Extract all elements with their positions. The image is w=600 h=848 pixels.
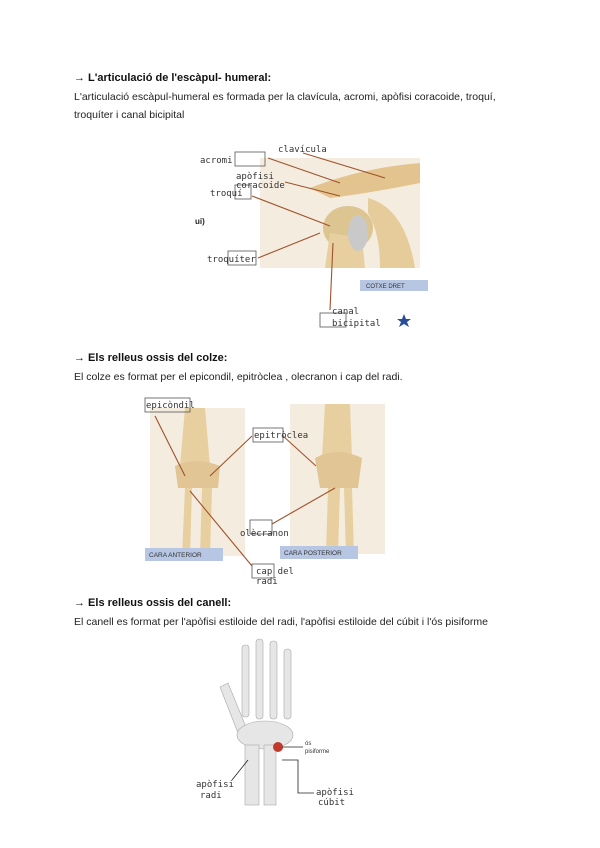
anterior-humerus xyxy=(180,408,210,466)
label-coracoide: coracoide xyxy=(236,181,285,191)
glenoid-cartilage xyxy=(348,215,368,251)
label-acromi: acromi xyxy=(200,156,233,166)
posterior-condyles xyxy=(315,452,362,488)
label-troqui: troquí xyxy=(210,189,243,199)
pisiform-highlight xyxy=(273,742,283,752)
label-apofisi-cubit-1: apòfisi xyxy=(316,787,354,798)
anterior-ulna xyxy=(200,488,212,556)
shoulder-text-line1: L'articulació escàpul-humeral es formada… xyxy=(74,88,534,106)
wrist-figure: ós pisiforme apòfisi radi apòfisi cúbit xyxy=(190,635,370,810)
label-ui: ui) xyxy=(195,217,205,226)
label-bicipital: bicipital xyxy=(332,319,381,329)
label-epicondil: epicòndil xyxy=(146,400,195,411)
label-apofisi-radi-2: radi xyxy=(200,791,222,801)
elbow-text: El colze es format per el epicondil, epi… xyxy=(74,368,534,386)
shoulder-tag-text: COTXE DRET xyxy=(366,284,405,290)
elbow-heading: → Els relleus ossis del colze: xyxy=(74,352,227,364)
label-cap-del: cap del xyxy=(256,567,294,577)
posterior-tag-text: CARA POSTERIOR xyxy=(284,550,342,557)
label-radi: radi xyxy=(256,577,278,586)
label-troquiter: troquíter xyxy=(207,255,256,265)
label-apofisi-cubit-2: cúbit xyxy=(318,798,345,808)
label-pisiforme: pisiforme xyxy=(305,749,330,755)
elbow-figure: epicòndil epitròclea olècranon cap del r… xyxy=(140,396,400,586)
label-olecranon: olècranon xyxy=(240,528,289,539)
anterior-condyles xyxy=(175,461,220,488)
shoulder-heading: → L'articulació de l'escàpul- humeral: xyxy=(74,72,271,84)
posterior-humerus xyxy=(322,404,352,458)
star-icon xyxy=(397,314,411,327)
label-epitroclea: epitròclea xyxy=(254,430,308,441)
shoulder-figure: acromi clavícula apòfisi coracoide troqu… xyxy=(190,138,440,333)
label-clavicula: clavícula xyxy=(278,145,327,155)
anterior-tag-text: CARA ANTERIOR xyxy=(149,552,202,559)
shoulder-text-line2: troquíter i canal bicipital xyxy=(74,106,534,124)
label-canal: canal xyxy=(332,307,359,317)
pointer-cubit xyxy=(282,760,314,793)
posterior-ulna xyxy=(326,488,340,554)
label-apofisi-radi-1: apòfisi xyxy=(196,779,234,790)
wrist-heading: → Els relleus ossis del canell: xyxy=(74,597,231,609)
wrist-text: El canell es format per l'apòfisi estilo… xyxy=(74,613,534,631)
label-os: ós xyxy=(305,741,311,747)
